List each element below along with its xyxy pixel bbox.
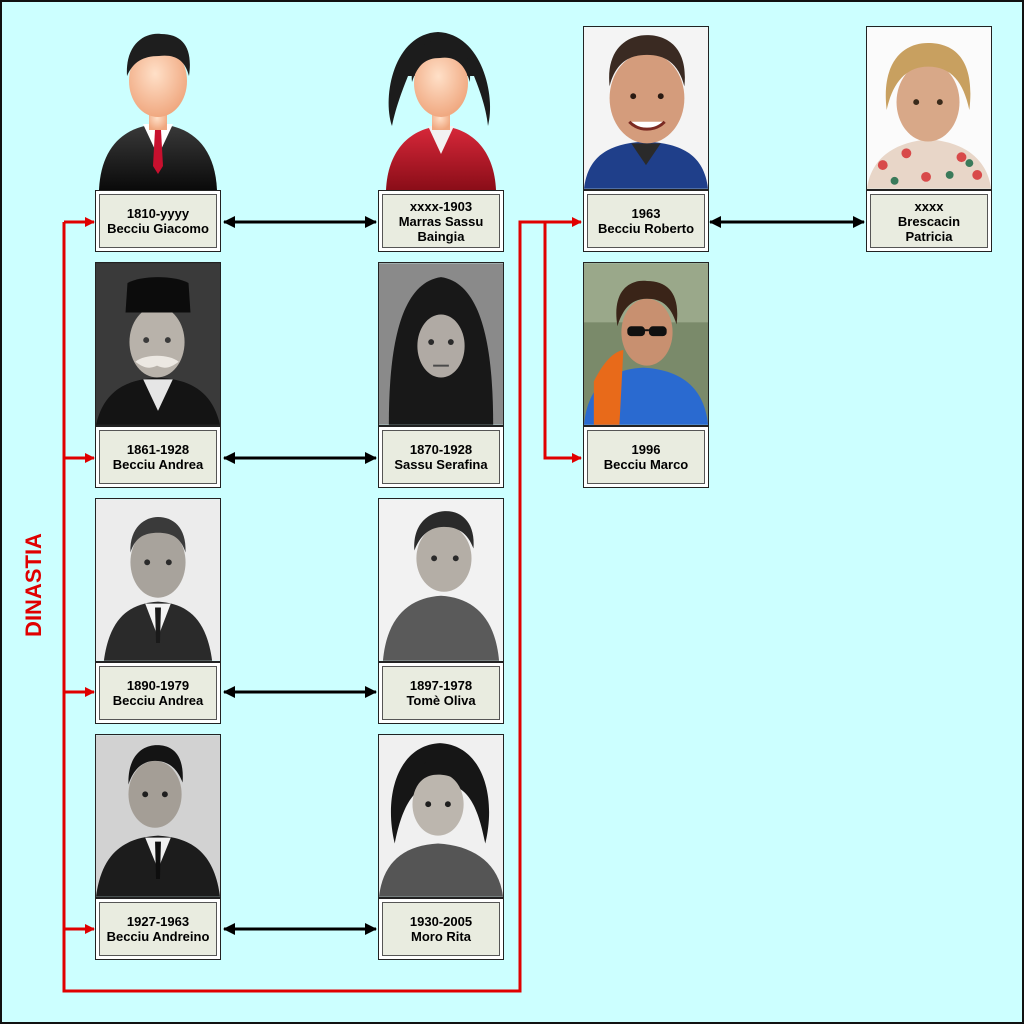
- person-name: Tomè Oliva: [406, 693, 476, 708]
- person-name-line2: Baingia: [417, 228, 465, 244]
- person-name: Becciu Roberto: [597, 221, 695, 236]
- person-years: 1927-1963: [126, 914, 190, 929]
- person-years: 1861-1928: [126, 442, 190, 457]
- avatar-woman-icon: [378, 26, 504, 190]
- dynasty-label-text: DINASTIA: [21, 533, 46, 637]
- person-years: xxxx-1903: [409, 198, 473, 214]
- photo-man-color: [583, 26, 709, 190]
- person-name: Sassu Serafina: [394, 457, 488, 472]
- portrait-woman-veil: [378, 262, 504, 426]
- person-years: xxxx: [914, 198, 944, 214]
- dynasty-line: [62, 217, 582, 993]
- photo-young-man-sunglasses: [583, 262, 709, 426]
- person-years: 1890-1979: [126, 678, 190, 693]
- avatar-man-icon: [95, 26, 221, 190]
- photo-woman-color: [866, 26, 992, 190]
- marriage-arrows: [223, 216, 865, 935]
- person-name: Brescacin: [897, 213, 961, 229]
- portrait-man-hat: [95, 262, 221, 426]
- person-years: 1810-yyyy: [126, 206, 190, 221]
- person-years: 1930-2005: [409, 914, 473, 929]
- person-name: Moro Rita: [411, 929, 471, 944]
- person-name: Becciu Andrea: [112, 693, 204, 708]
- person-name: Becciu Andreino: [106, 929, 210, 944]
- person-name: Marras Sassu: [398, 213, 484, 229]
- person-years: 1870-1928: [409, 442, 473, 457]
- person-name: Becciu Giacomo: [107, 221, 209, 236]
- dynasty-label: DINASTIA: [21, 533, 46, 637]
- portrait-young-man: [95, 734, 221, 898]
- person-name: Becciu Marco: [603, 457, 689, 472]
- portrait-young-woman: [378, 734, 504, 898]
- person-years: 1963: [631, 206, 661, 221]
- person-name: Becciu Andrea: [112, 457, 204, 472]
- person-name-line2: Patricia: [905, 228, 953, 244]
- portrait-woman: [378, 498, 504, 662]
- person-years: 1897-1978: [409, 678, 473, 693]
- person-years: 1996: [631, 442, 661, 457]
- portrait-man-suit: [95, 498, 221, 662]
